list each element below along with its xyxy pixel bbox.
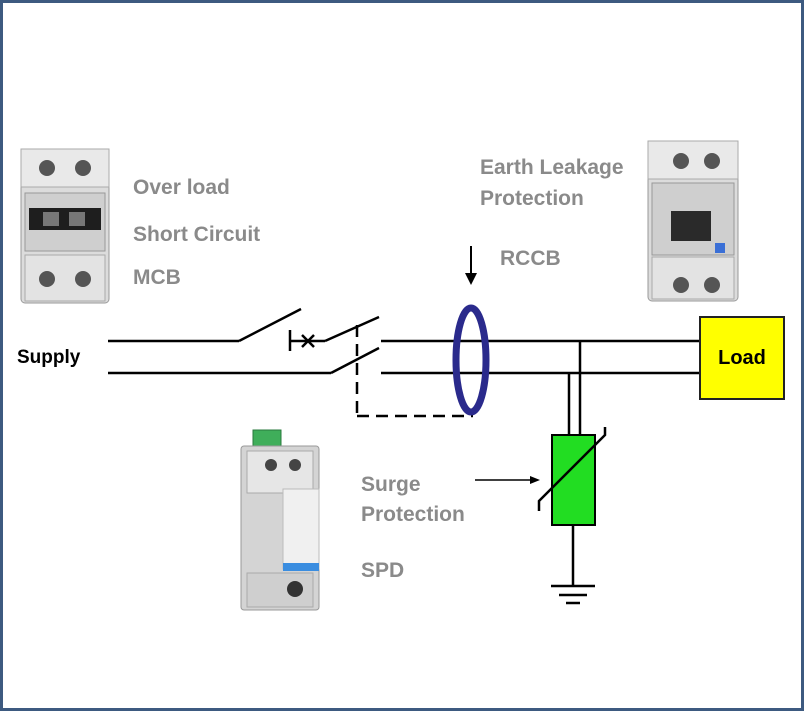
surge-arrow-head	[530, 476, 540, 484]
overload-label: Over load	[133, 176, 230, 199]
rccb-label: RCCB	[500, 247, 561, 270]
load-label: Load	[718, 346, 766, 369]
mcb-device-image	[20, 148, 110, 304]
circuit-diagram	[20, 140, 739, 611]
surge-label-line2: Protection	[361, 503, 465, 526]
rccb-contact-bottom	[330, 346, 380, 375]
rccb-core	[452, 304, 490, 416]
rccb-arrow-head	[465, 273, 477, 285]
surge-label-line1: Surge	[361, 473, 421, 496]
mcb-label: MCB	[133, 266, 181, 289]
mcb-contact-top	[238, 307, 302, 343]
earth-leakage-label-line1: Earth Leakage	[480, 156, 624, 179]
load-box: Load	[699, 316, 785, 400]
short-circuit-label: Short Circuit	[133, 223, 261, 246]
rccb-contact-top	[324, 315, 380, 343]
supply-label: Supply	[17, 347, 81, 368]
earth-leakage-label-line2: Protection	[480, 187, 584, 210]
spd-device-image	[240, 429, 320, 611]
mcb-cross-b	[301, 334, 315, 348]
spd-label: SPD	[361, 559, 405, 582]
rccb-device-image	[647, 140, 739, 302]
varistor-symbol	[537, 427, 607, 511]
